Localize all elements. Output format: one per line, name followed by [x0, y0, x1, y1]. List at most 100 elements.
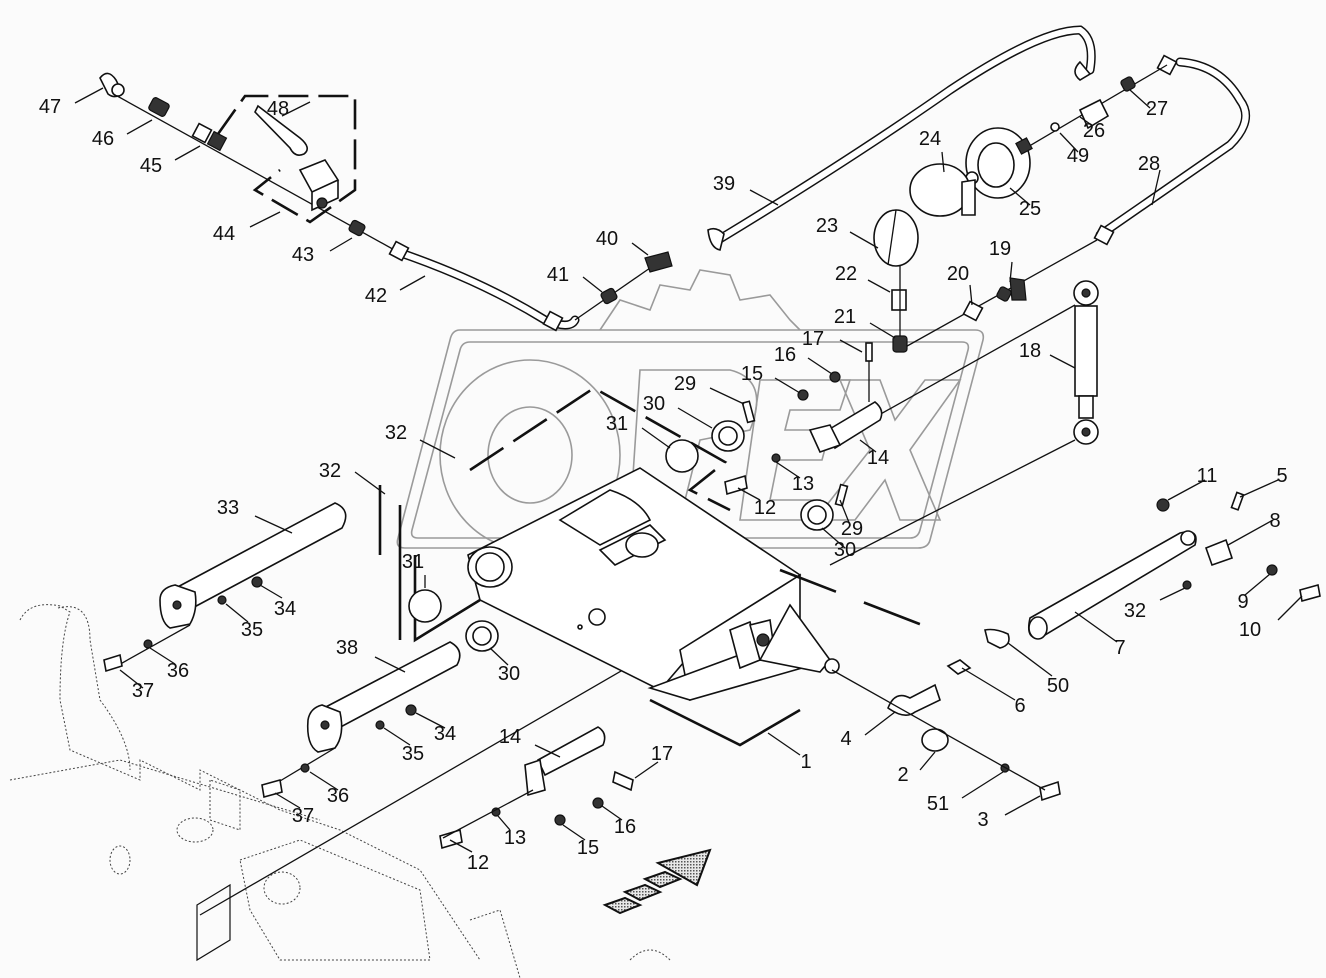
callout-46[interactable]: 46 [92, 119, 153, 150]
callout-number[interactable]: 12 [754, 497, 776, 519]
callout-number[interactable]: 42 [365, 285, 387, 307]
callout-32[interactable]: 32 [319, 460, 386, 495]
callout-50[interactable]: 50 [1007, 642, 1069, 697]
callout-29[interactable]: 29 [674, 373, 745, 405]
callout-number[interactable]: 15 [577, 837, 599, 859]
callout-number[interactable]: 17 [651, 743, 673, 765]
callout-number[interactable]: 30 [643, 393, 665, 415]
callout-number[interactable]: 18 [1019, 340, 1041, 362]
callout-number[interactable]: 48 [267, 98, 289, 120]
callout-number[interactable]: 20 [947, 263, 969, 285]
callout-number[interactable]: 32 [1124, 600, 1146, 622]
callout-36[interactable]: 36 [149, 647, 189, 682]
callout-number[interactable]: 10 [1239, 619, 1261, 641]
callout-6[interactable]: 6 [961, 667, 1026, 717]
callout-32[interactable]: 32 [1124, 587, 1186, 622]
callout-7[interactable]: 7 [1074, 611, 1126, 659]
callout-38[interactable]: 38 [336, 637, 406, 673]
callout-12[interactable]: 12 [449, 839, 489, 874]
callout-9[interactable]: 9 [1237, 573, 1271, 613]
callout-number[interactable]: 45 [140, 155, 162, 177]
callout-8[interactable]: 8 [1227, 510, 1281, 546]
callout-number[interactable]: 35 [241, 619, 263, 641]
callout-51[interactable]: 51 [927, 771, 1004, 815]
callout-number[interactable]: 22 [835, 263, 857, 285]
callout-number[interactable]: 33 [217, 497, 239, 519]
callout-number[interactable]: 14 [867, 447, 889, 469]
callout-23[interactable]: 23 [816, 215, 879, 249]
callout-34[interactable]: 34 [259, 584, 296, 620]
callout-13[interactable]: 13 [775, 461, 814, 495]
callout-number[interactable]: 13 [792, 473, 814, 495]
callout-number[interactable]: 5 [1276, 465, 1287, 487]
callout-31[interactable]: 31 [606, 413, 671, 449]
callout-28[interactable]: 28 [1138, 153, 1161, 206]
callout-number[interactable]: 26 [1083, 120, 1105, 142]
callout-number[interactable]: 38 [336, 637, 358, 659]
callout-44[interactable]: 44 [213, 211, 281, 245]
callout-15[interactable]: 15 [741, 363, 801, 394]
callout-number[interactable]: 15 [741, 363, 763, 385]
callout-number[interactable]: 17 [802, 328, 824, 350]
callout-number[interactable]: 41 [547, 264, 569, 286]
callout-number[interactable]: 39 [713, 173, 735, 195]
callout-number[interactable]: 32 [385, 422, 407, 444]
callout-1[interactable]: 1 [767, 732, 812, 773]
callout-number[interactable]: 29 [674, 373, 696, 395]
callout-17[interactable]: 17 [634, 743, 673, 779]
callout-number[interactable]: 16 [614, 816, 636, 838]
callout-number[interactable]: 27 [1146, 98, 1168, 120]
callout-number[interactable]: 31 [606, 413, 628, 435]
callout-39[interactable]: 39 [713, 173, 779, 206]
callout-29[interactable]: 29 [839, 499, 863, 540]
callout-number[interactable]: 6 [1014, 695, 1025, 717]
callout-number[interactable]: 13 [504, 827, 526, 849]
callout-number[interactable]: 34 [434, 723, 456, 745]
callout-37[interactable]: 37 [119, 669, 154, 702]
callout-12[interactable]: 12 [737, 487, 776, 519]
callout-16[interactable]: 16 [601, 805, 636, 838]
callout-number[interactable]: 3 [977, 809, 988, 831]
callout-20[interactable]: 20 [947, 263, 973, 306]
callout-11[interactable]: 11 [1167, 465, 1218, 501]
callout-number[interactable]: 1 [800, 751, 811, 773]
callout-number[interactable]: 4 [840, 728, 851, 750]
callout-number[interactable]: 37 [132, 680, 154, 702]
callout-37[interactable]: 37 [274, 792, 314, 827]
callout-30[interactable]: 30 [489, 647, 520, 685]
callout-22[interactable]: 22 [835, 263, 891, 293]
callout-31[interactable]: 31 [402, 551, 426, 588]
callout-45[interactable]: 45 [140, 145, 201, 177]
callout-number[interactable]: 8 [1269, 510, 1280, 532]
callout-2[interactable]: 2 [897, 751, 936, 786]
callout-number[interactable]: 34 [274, 598, 296, 620]
callout-number[interactable]: 30 [498, 663, 520, 685]
callout-number[interactable]: 24 [919, 128, 941, 150]
callout-number[interactable]: 36 [167, 660, 189, 682]
callout-number[interactable]: 32 [319, 460, 341, 482]
callout-number[interactable]: 25 [1019, 198, 1041, 220]
callout-number[interactable]: 50 [1047, 675, 1069, 697]
callout-number[interactable]: 28 [1138, 153, 1160, 175]
callout-35[interactable]: 35 [383, 727, 424, 765]
callout-number[interactable]: 11 [1197, 465, 1218, 487]
callout-21[interactable]: 21 [834, 306, 896, 339]
callout-14[interactable]: 14 [859, 439, 889, 469]
callout-14[interactable]: 14 [499, 726, 561, 758]
callout-4[interactable]: 4 [840, 711, 896, 750]
callout-15[interactable]: 15 [562, 824, 599, 859]
callout-number[interactable]: 7 [1114, 637, 1125, 659]
callout-number[interactable]: 19 [989, 238, 1011, 260]
callout-25[interactable]: 25 [1009, 187, 1041, 220]
callout-number[interactable]: 47 [39, 96, 61, 118]
callout-30[interactable]: 30 [643, 393, 713, 429]
callout-number[interactable]: 21 [834, 306, 856, 328]
callout-number[interactable]: 36 [327, 785, 349, 807]
callout-number[interactable]: 29 [841, 518, 863, 540]
callout-number[interactable]: 43 [292, 244, 314, 266]
callout-number[interactable]: 40 [596, 228, 618, 250]
callout-number[interactable]: 9 [1237, 591, 1248, 613]
callout-18[interactable]: 18 [1019, 340, 1076, 369]
callout-24[interactable]: 24 [919, 128, 945, 173]
callout-33[interactable]: 33 [217, 497, 293, 534]
